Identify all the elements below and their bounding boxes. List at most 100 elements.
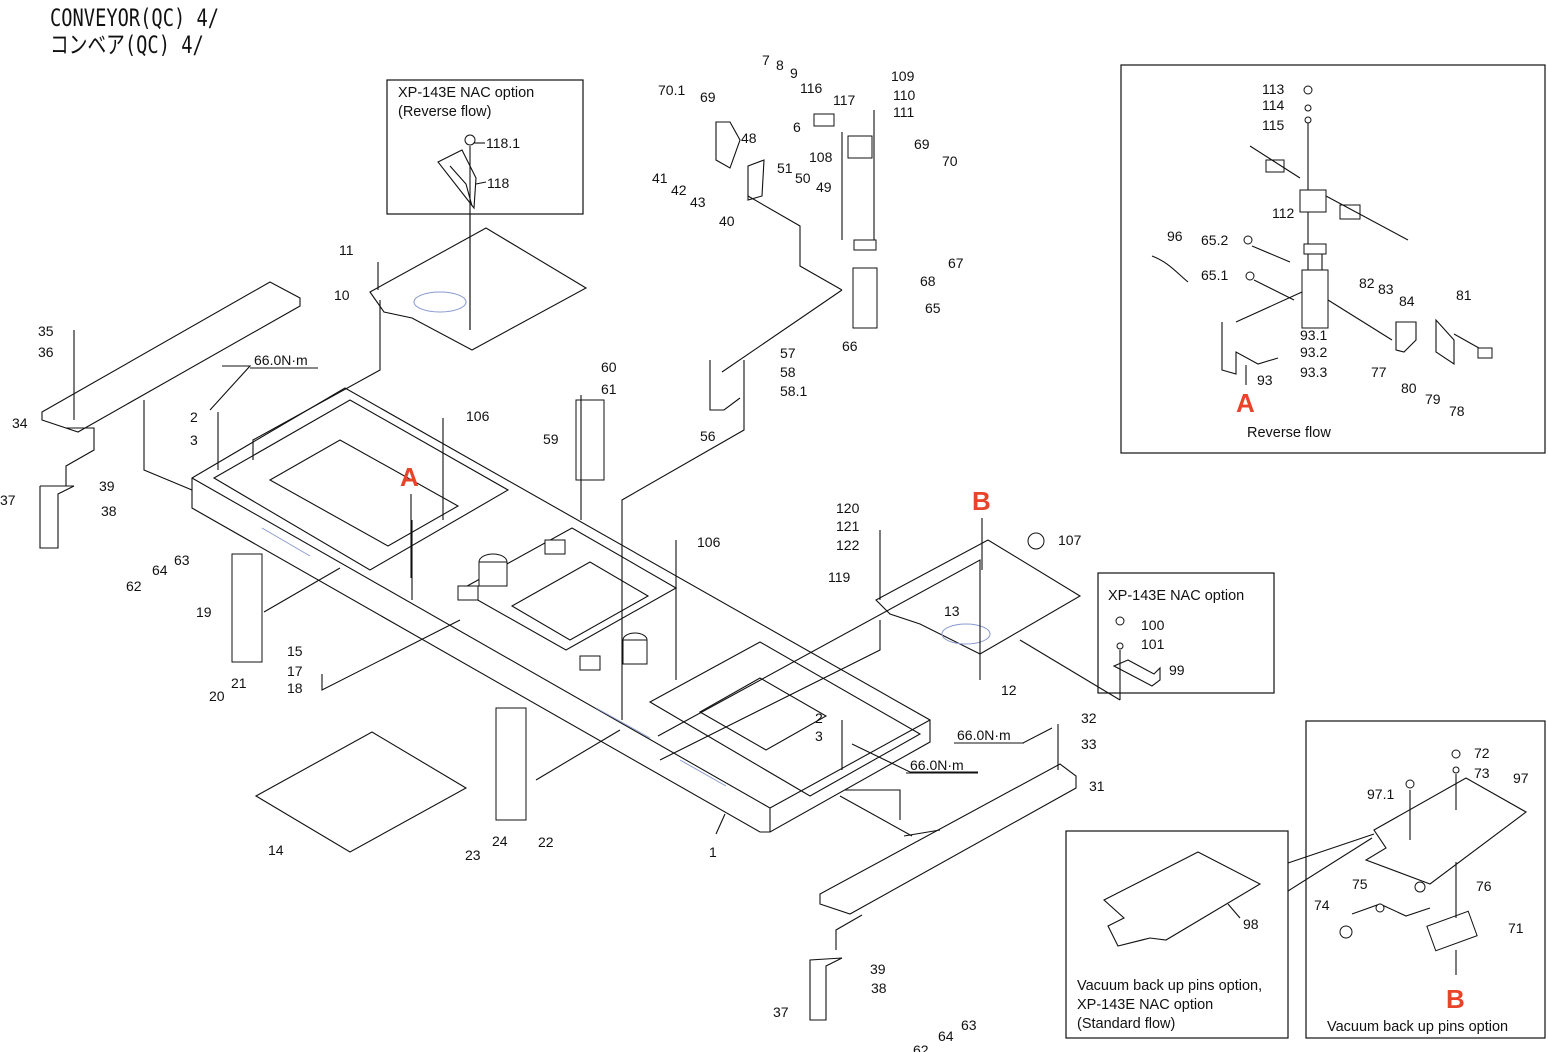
- part-label: 11: [339, 242, 354, 258]
- part-label: 79: [1425, 391, 1441, 407]
- page-title-english: CONVEYOR(QC) 4/: [50, 4, 220, 32]
- torque-spec: 66.0N·m: [254, 352, 308, 368]
- inset-caption: XP-143E NAC option: [1077, 997, 1213, 1013]
- bracket-99-icon: [1112, 659, 1161, 687]
- part-label: 37: [0, 492, 16, 508]
- part-label: 21: [231, 675, 247, 691]
- part-label: 39: [870, 961, 886, 977]
- part-label: 81: [1456, 287, 1472, 303]
- part-label: 15: [287, 643, 303, 659]
- inset-reverse-flow: A Reverse flow 113 114 115 112 96 65.2 6…: [1120, 64, 1546, 454]
- part-label: 122: [836, 537, 860, 553]
- part-label: 18: [287, 680, 303, 696]
- part-label: 35: [38, 323, 54, 339]
- part-label: 17: [287, 663, 303, 679]
- bracket-22-icon: [495, 707, 527, 821]
- part-label: 68: [920, 273, 936, 289]
- part-label: 1: [709, 844, 717, 860]
- part-label: 83: [1378, 281, 1394, 297]
- part-label: 40: [719, 213, 735, 229]
- part-label: 71: [1508, 920, 1524, 936]
- part-label: 9: [790, 65, 798, 81]
- part-label: 112: [1272, 205, 1295, 221]
- part-label: 58: [780, 364, 796, 380]
- part-label: 42: [671, 182, 687, 198]
- part-label: 70.1: [658, 82, 685, 98]
- part-label: 107: [1058, 532, 1082, 548]
- part-label: 3: [190, 432, 198, 448]
- plate-98-icon: [1103, 851, 1262, 947]
- inset-nac-reverse: XP-143E NAC option (Reverse flow) 118.1 …: [386, 79, 584, 330]
- rail-31-icon: [819, 763, 1077, 915]
- part-label: 38: [871, 980, 887, 996]
- part-label: 110: [893, 87, 916, 103]
- air-cylinder-icon: [1301, 269, 1329, 329]
- part-label: 118: [487, 175, 510, 191]
- part-label: 61: [601, 381, 617, 397]
- bracket-77-icon: [1395, 321, 1417, 353]
- vacuum-unit-71-icon: [1426, 910, 1478, 952]
- part-label: 20: [209, 688, 225, 704]
- part-label: 80: [1401, 380, 1417, 396]
- part-label: 84: [1399, 293, 1415, 309]
- part-label: 93.3: [1300, 364, 1327, 380]
- bracket-40-icon: [747, 159, 765, 201]
- part-label: 13: [944, 603, 960, 619]
- part-label: 49: [816, 179, 832, 195]
- rail-34-icon: [41, 281, 301, 433]
- part-label: 23: [465, 847, 481, 863]
- callout-a: A: [1236, 388, 1255, 418]
- part-label: 74: [1314, 897, 1330, 913]
- plate-12-icon: [875, 539, 1082, 655]
- bracket-37-icon: [809, 957, 843, 1021]
- bracket-56-icon: [709, 360, 741, 411]
- plate-10-icon: [369, 227, 588, 351]
- part-label: 12: [1001, 682, 1017, 698]
- part-label: 63: [174, 552, 190, 568]
- part-label: 65.1: [1201, 267, 1228, 283]
- bracket-81-icon: [1435, 318, 1455, 366]
- part-label: 6: [793, 119, 801, 135]
- part-label: 58.1: [780, 383, 807, 399]
- inset-caption: XP-143E NAC option: [1108, 588, 1244, 604]
- block-112-icon: [1299, 189, 1327, 213]
- part-label: 97.1: [1367, 786, 1394, 802]
- screw-icon: [464, 134, 476, 146]
- part-label: 7: [762, 52, 770, 68]
- part-label: 115: [1262, 117, 1285, 133]
- inset-frame: [1097, 572, 1275, 694]
- part-label: 93.1: [1300, 327, 1327, 343]
- part-label: 33: [1081, 736, 1097, 752]
- part-label: 19: [196, 604, 212, 620]
- part-label: 22: [538, 834, 554, 850]
- part-label: 118.1: [486, 135, 520, 151]
- part-label: 32: [1081, 710, 1097, 726]
- part-label: 73: [1474, 765, 1490, 781]
- part-label: 62: [913, 1042, 929, 1052]
- part-label: 70: [942, 153, 958, 169]
- part-label: 24: [492, 833, 508, 849]
- block-108-icon: [847, 135, 873, 159]
- inset-frame: [1120, 64, 1546, 454]
- leader-line: [1287, 833, 1375, 892]
- part-label: 50: [795, 170, 811, 186]
- part-label: 121: [836, 518, 860, 534]
- part-label: 51: [777, 160, 793, 176]
- inset-frame: [386, 79, 584, 215]
- part-label: 120: [836, 500, 860, 516]
- part-label: 34: [12, 415, 28, 431]
- part-label: 111: [893, 104, 914, 120]
- part-label: 57: [780, 345, 796, 361]
- part-label: 100: [1141, 617, 1165, 633]
- part-label: 67: [948, 255, 964, 271]
- torque-spec: 66.0N·m: [910, 757, 964, 773]
- part-label: 14: [268, 842, 284, 858]
- inset-caption: (Reverse flow): [398, 104, 491, 120]
- part-label: 98: [1243, 916, 1259, 932]
- torque-spec: 66.0N·m: [957, 727, 1011, 743]
- bracket-19-icon: [231, 553, 263, 663]
- part-label: 97: [1513, 770, 1529, 786]
- part-label: 106: [466, 408, 490, 424]
